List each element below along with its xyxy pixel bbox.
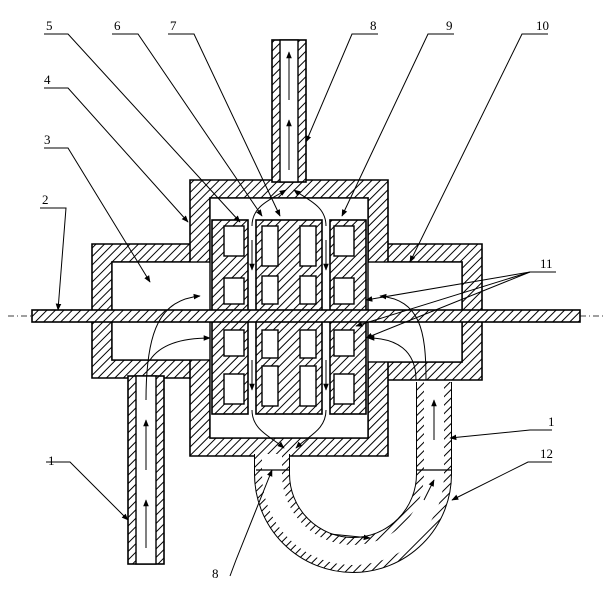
label-1-right: 1 xyxy=(548,414,555,429)
flow-arrow xyxy=(149,335,211,361)
central-disk-window xyxy=(299,225,317,267)
flow-arrow xyxy=(295,409,327,449)
pipes xyxy=(127,39,452,573)
label-8-top: 8 xyxy=(370,18,377,33)
label-7: 7 xyxy=(170,18,177,33)
central-disk-window xyxy=(299,365,317,407)
label-4: 4 xyxy=(44,72,51,87)
left-disk-window xyxy=(223,373,245,405)
central-disk-window xyxy=(261,225,279,267)
top-outlet-pipe-bore xyxy=(279,39,299,183)
left-disk-window xyxy=(223,277,245,305)
leader-2 xyxy=(40,207,67,311)
flow-arrow xyxy=(293,189,327,227)
leader-3 xyxy=(44,147,151,283)
leader-9 xyxy=(341,33,454,217)
label-3: 3 xyxy=(44,132,51,147)
leader-1a xyxy=(46,461,129,521)
label-2: 2 xyxy=(42,192,49,207)
right-disk-window xyxy=(333,329,355,357)
label-6: 6 xyxy=(114,18,121,33)
central-disk-window xyxy=(261,275,279,305)
labels: 1 1 2 3 4 5 6 7 8 9 10 11 12 8 xyxy=(42,18,555,581)
flow-arrow xyxy=(423,479,435,501)
right-disk-window xyxy=(333,277,355,305)
label-1-left: 1 xyxy=(48,453,55,468)
label-8-bottom: 8 xyxy=(212,566,219,581)
label-12: 12 xyxy=(540,446,553,461)
leader-10 xyxy=(409,33,548,263)
leader-1b xyxy=(449,429,552,441)
central-disk-window xyxy=(299,329,317,359)
leader-lines xyxy=(40,33,556,577)
flow-arrow xyxy=(145,293,201,401)
central-disk-window xyxy=(261,329,279,359)
label-5: 5 xyxy=(46,18,53,33)
flow-arrow xyxy=(251,409,285,449)
central-disk-window xyxy=(261,365,279,407)
shaft xyxy=(31,309,581,323)
leader-6 xyxy=(112,33,263,217)
flow-arrow xyxy=(367,335,417,381)
label-9: 9 xyxy=(446,18,453,33)
leader-12 xyxy=(451,461,552,501)
flow-arrow xyxy=(251,189,287,227)
right-disk-window xyxy=(333,225,355,257)
label-11: 11 xyxy=(540,256,553,271)
left-disk-window xyxy=(223,329,245,357)
leader-8a xyxy=(305,33,378,143)
leader-4 xyxy=(44,87,189,223)
flow-arrow xyxy=(329,533,371,541)
central-disk-window xyxy=(299,275,317,305)
label-10: 10 xyxy=(536,18,549,33)
leader-7 xyxy=(168,33,281,217)
flow-arrows xyxy=(143,51,437,548)
flow-arrow xyxy=(379,293,427,381)
left-disk-window xyxy=(223,225,245,257)
right-disk-window xyxy=(333,373,355,405)
leader-11c xyxy=(365,271,556,339)
leader-5 xyxy=(44,33,241,223)
leader-8b xyxy=(229,469,273,577)
u-bend-bore xyxy=(262,382,444,565)
